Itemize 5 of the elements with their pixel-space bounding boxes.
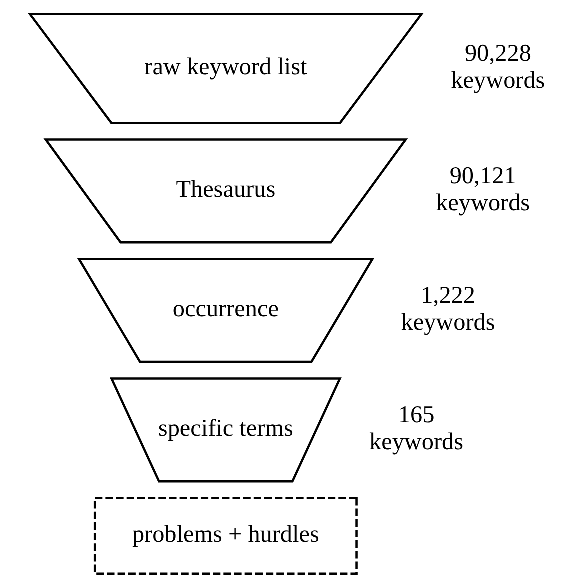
node-box: problems + hurdles [93, 497, 358, 575]
node-label: 90,121 keywords [436, 162, 530, 217]
node-label: 90,228 keywords [450, 40, 545, 94]
node-label: 165 keywords [369, 401, 464, 456]
node-label: 1,222 keywords [400, 282, 495, 336]
